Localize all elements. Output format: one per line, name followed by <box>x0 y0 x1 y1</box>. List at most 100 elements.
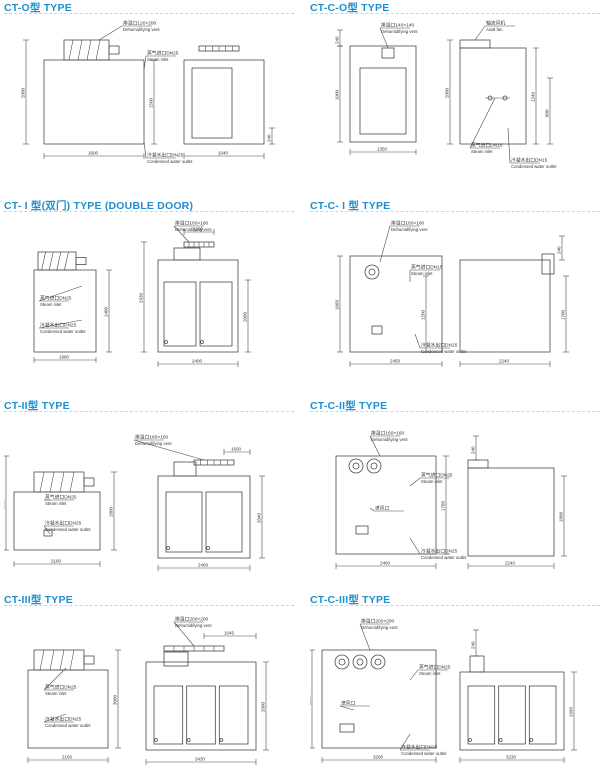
callout-label: 冷凝水出口DN15 <box>511 157 548 164</box>
leader-line <box>98 25 123 41</box>
oven-door <box>498 685 526 745</box>
dimension-value: 1800 <box>559 511 564 522</box>
hinge-symbol <box>206 546 210 550</box>
callout-label-en: Steam inlet <box>411 271 433 276</box>
callout-label: 蒸气进口DN25 <box>421 472 453 479</box>
callout-label-en: Dehumidifying vent <box>135 441 172 446</box>
callout-label-en: Steam inlet <box>45 501 67 506</box>
fan-hub-icon <box>370 462 378 470</box>
fin-line <box>59 471 65 493</box>
hinge-symbol <box>219 738 224 742</box>
callout-label-en: Steam inlet <box>471 149 493 154</box>
dimension-value: 2450 <box>390 359 401 364</box>
callout-label: 排湿口160×160 <box>175 220 209 227</box>
panel-title: CT-O型 TYPE <box>4 2 72 14</box>
dimension-value: 2240 <box>505 561 516 566</box>
section-divider <box>4 211 294 212</box>
hinge-symbol <box>164 340 168 344</box>
leader-line <box>369 507 375 512</box>
callout-label-en: Dehumidifying vent <box>175 623 212 628</box>
callout-label: 排湿口160×160 <box>135 434 169 441</box>
fan-hub-icon <box>368 268 376 276</box>
callout-label: 进风口 <box>341 700 356 707</box>
dimension-value: 2240 <box>499 359 510 364</box>
section-divider <box>310 211 600 212</box>
vent-box <box>173 247 201 261</box>
panel-title: CT- I 型(双门) TYPE (DOUBLE DOOR) <box>4 200 194 212</box>
callout-label: 排湿口160×160 <box>391 220 425 227</box>
dimension-value: 1980 <box>59 355 70 360</box>
dimension-value: 1200 <box>193 227 204 232</box>
callout-label-en: Condensed water outlet <box>40 329 86 334</box>
callout-label: 冷凝水出口DN25 <box>147 152 184 159</box>
callout-label-en: Steam inlet <box>421 479 443 484</box>
dimension-value: 2000 <box>21 87 26 98</box>
fin-line <box>86 39 92 61</box>
callout-label-en: Steam inlet <box>147 57 169 62</box>
dimension-value: 2040 <box>257 512 262 523</box>
dimension-value: 1000 <box>335 89 340 100</box>
panel-title: CT-II型 TYPE <box>4 400 70 412</box>
dimension-value: 1200 <box>421 309 426 320</box>
oven-door <box>218 685 249 745</box>
fin-line <box>39 649 45 671</box>
leader-line <box>414 333 421 349</box>
oven-door <box>359 67 407 135</box>
dimension-value: 2200 <box>310 694 312 705</box>
hinge-symbol <box>529 738 534 742</box>
panel-title: CT-C-III型 TYPE <box>310 594 391 606</box>
outline <box>349 255 443 353</box>
callout-label: 冷凝水出口DN25 <box>40 322 77 329</box>
leader-line <box>369 435 381 457</box>
leader-line <box>409 477 421 487</box>
dimension-value: 1760 <box>441 500 446 511</box>
leader-line <box>43 525 51 535</box>
dimension-value: 3000 <box>113 694 118 705</box>
outline <box>459 259 551 353</box>
fin-line <box>56 251 62 271</box>
leader-line <box>143 55 147 71</box>
leader-line <box>379 225 391 263</box>
fin-line <box>49 471 55 493</box>
hinge-symbol <box>186 738 191 742</box>
callout-label: 蒸气进口DN25 <box>40 295 72 302</box>
dimension-value: 1600 <box>231 447 242 452</box>
section-divider <box>4 605 294 606</box>
hinge-symbol <box>154 738 158 742</box>
vent-box <box>173 461 197 477</box>
callout-label-en: Steam inlet <box>45 691 67 696</box>
grille <box>43 529 53 537</box>
dimension-value: 1660 <box>335 299 340 310</box>
dimension-value: 1240 <box>531 91 536 102</box>
fin-line <box>95 39 101 61</box>
leader-line <box>38 285 83 302</box>
dimension-value: 1500 <box>149 97 154 108</box>
dimension-value: 2160 <box>51 559 62 564</box>
dimension-value: 240 <box>335 36 340 44</box>
leader-line <box>43 667 67 691</box>
callout-label-en: Condensed water outlet <box>421 555 467 560</box>
callout-label: 蒸气进口DN25 <box>45 684 77 691</box>
leader-line <box>409 537 421 555</box>
callout-label: 冷凝水出口DN25 <box>45 520 82 527</box>
leader-line <box>339 705 355 711</box>
oven-door <box>199 281 233 347</box>
oven-door <box>163 281 197 347</box>
dimension-value: 1400 <box>104 306 109 317</box>
flange <box>83 477 95 487</box>
callout-label: 排湿口200×200 <box>175 616 209 623</box>
callout-label-en: Condensed water outlet <box>147 159 193 164</box>
heater-box <box>33 649 85 671</box>
dimension-value: 2430 <box>139 292 144 303</box>
heater-box <box>33 471 85 493</box>
fan-icon <box>366 458 382 474</box>
callout-label: 冷凝水出口DN25 <box>401 744 438 751</box>
